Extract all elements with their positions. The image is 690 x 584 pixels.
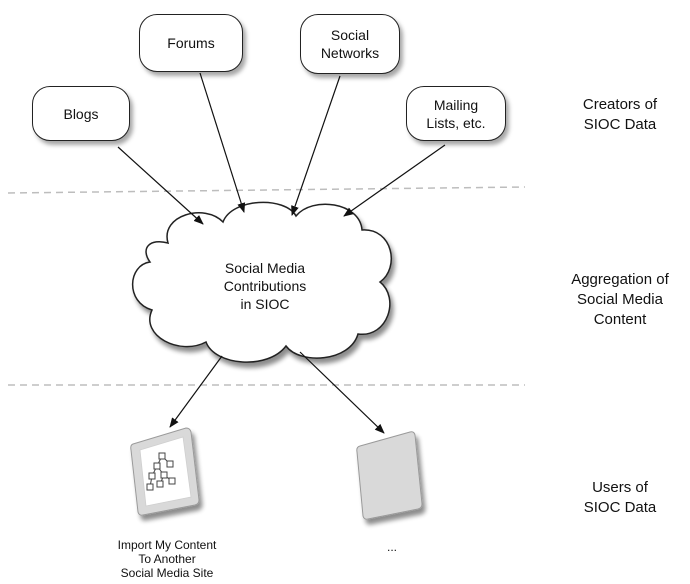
forums-label: Forums — [167, 35, 215, 51]
arrow-mailing-lists-to-cloud — [343, 144, 446, 217]
ellipsis-label: ... — [386, 540, 397, 554]
blogs-box: Blogs — [32, 86, 130, 141]
import-content-label: Import My Content To Another Social Medi… — [117, 538, 217, 580]
arrow-blogs-to-cloud — [117, 146, 204, 225]
social-networks-box: Social Networks — [300, 14, 400, 74]
sioc-cloud — [131, 201, 392, 363]
tree-graph-icon — [146, 452, 176, 491]
document-icon-other — [356, 431, 423, 520]
cloud-label: Social Media Contributions in SIOC — [223, 260, 307, 312]
layer-label-users: Users of SIOC Data — [583, 479, 657, 516]
mailing-lists-box: Mailing Lists, etc. — [406, 86, 506, 141]
arrow-forums-to-cloud — [199, 72, 246, 213]
layer-label-creators: Creators of SIOC Data — [582, 96, 658, 133]
social-networks-label: Social Networks — [320, 27, 380, 61]
mailing-lists-label: Mailing Lists, etc. — [426, 96, 486, 131]
arrow-cloud-to-other — [299, 351, 385, 434]
arrow-social-networks-to-cloud — [291, 75, 341, 216]
divider-top — [7, 186, 526, 194]
arrow-cloud-to-import — [169, 355, 223, 428]
blogs-label: Blogs — [63, 105, 99, 122]
forums-box: Forums — [139, 14, 243, 72]
layer-label-aggregation: Aggregation of Social Media Content — [571, 271, 669, 328]
